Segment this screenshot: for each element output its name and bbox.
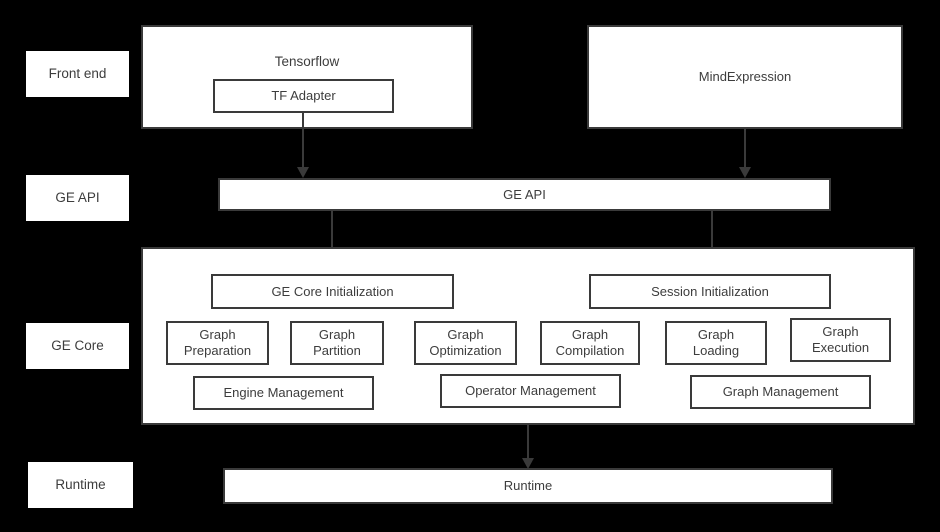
graph-loading-box[interactable]: Graph Loading [665, 321, 767, 365]
arrow-mindexpression-to-ge-api [739, 129, 751, 178]
rail-label-runtime: Runtime [28, 462, 133, 508]
engine-management-box[interactable]: Engine Management [193, 376, 374, 410]
graph-management-box[interactable]: Graph Management [690, 375, 871, 409]
runtime-bar[interactable]: Runtime [223, 468, 833, 504]
ge-core-initialization-box[interactable]: GE Core Initialization [211, 274, 454, 309]
ge-api-bar[interactable]: GE API [218, 178, 831, 211]
graph-execution-box[interactable]: Graph Execution [790, 318, 891, 362]
rail-label-ge-core: GE Core [26, 323, 129, 369]
rail-label-ge-api: GE API [26, 175, 129, 221]
session-initialization-box[interactable]: Session Initialization [589, 274, 831, 309]
rail-label-front-end: Front end [26, 51, 129, 97]
graph-preparation-box[interactable]: Graph Preparation [166, 321, 269, 365]
tensorflow-label: Tensorflow [274, 54, 340, 69]
graph-partition-box[interactable]: Graph Partition [290, 321, 384, 365]
operator-management-box[interactable]: Operator Management [440, 374, 621, 408]
tensorflow-container[interactable]: Tensorflow [141, 25, 473, 129]
graph-optimization-box[interactable]: Graph Optimization [414, 321, 517, 365]
tf-adapter-box[interactable]: TF Adapter [213, 79, 394, 113]
mindexpression-box[interactable]: MindExpression [587, 25, 903, 129]
graph-compilation-box[interactable]: Graph Compilation [540, 321, 640, 365]
arrow-ge-core-to-runtime [522, 425, 534, 469]
tf-adapter-connector [302, 113, 304, 133]
arrow-tf-adapter-to-ge-api [297, 133, 309, 178]
